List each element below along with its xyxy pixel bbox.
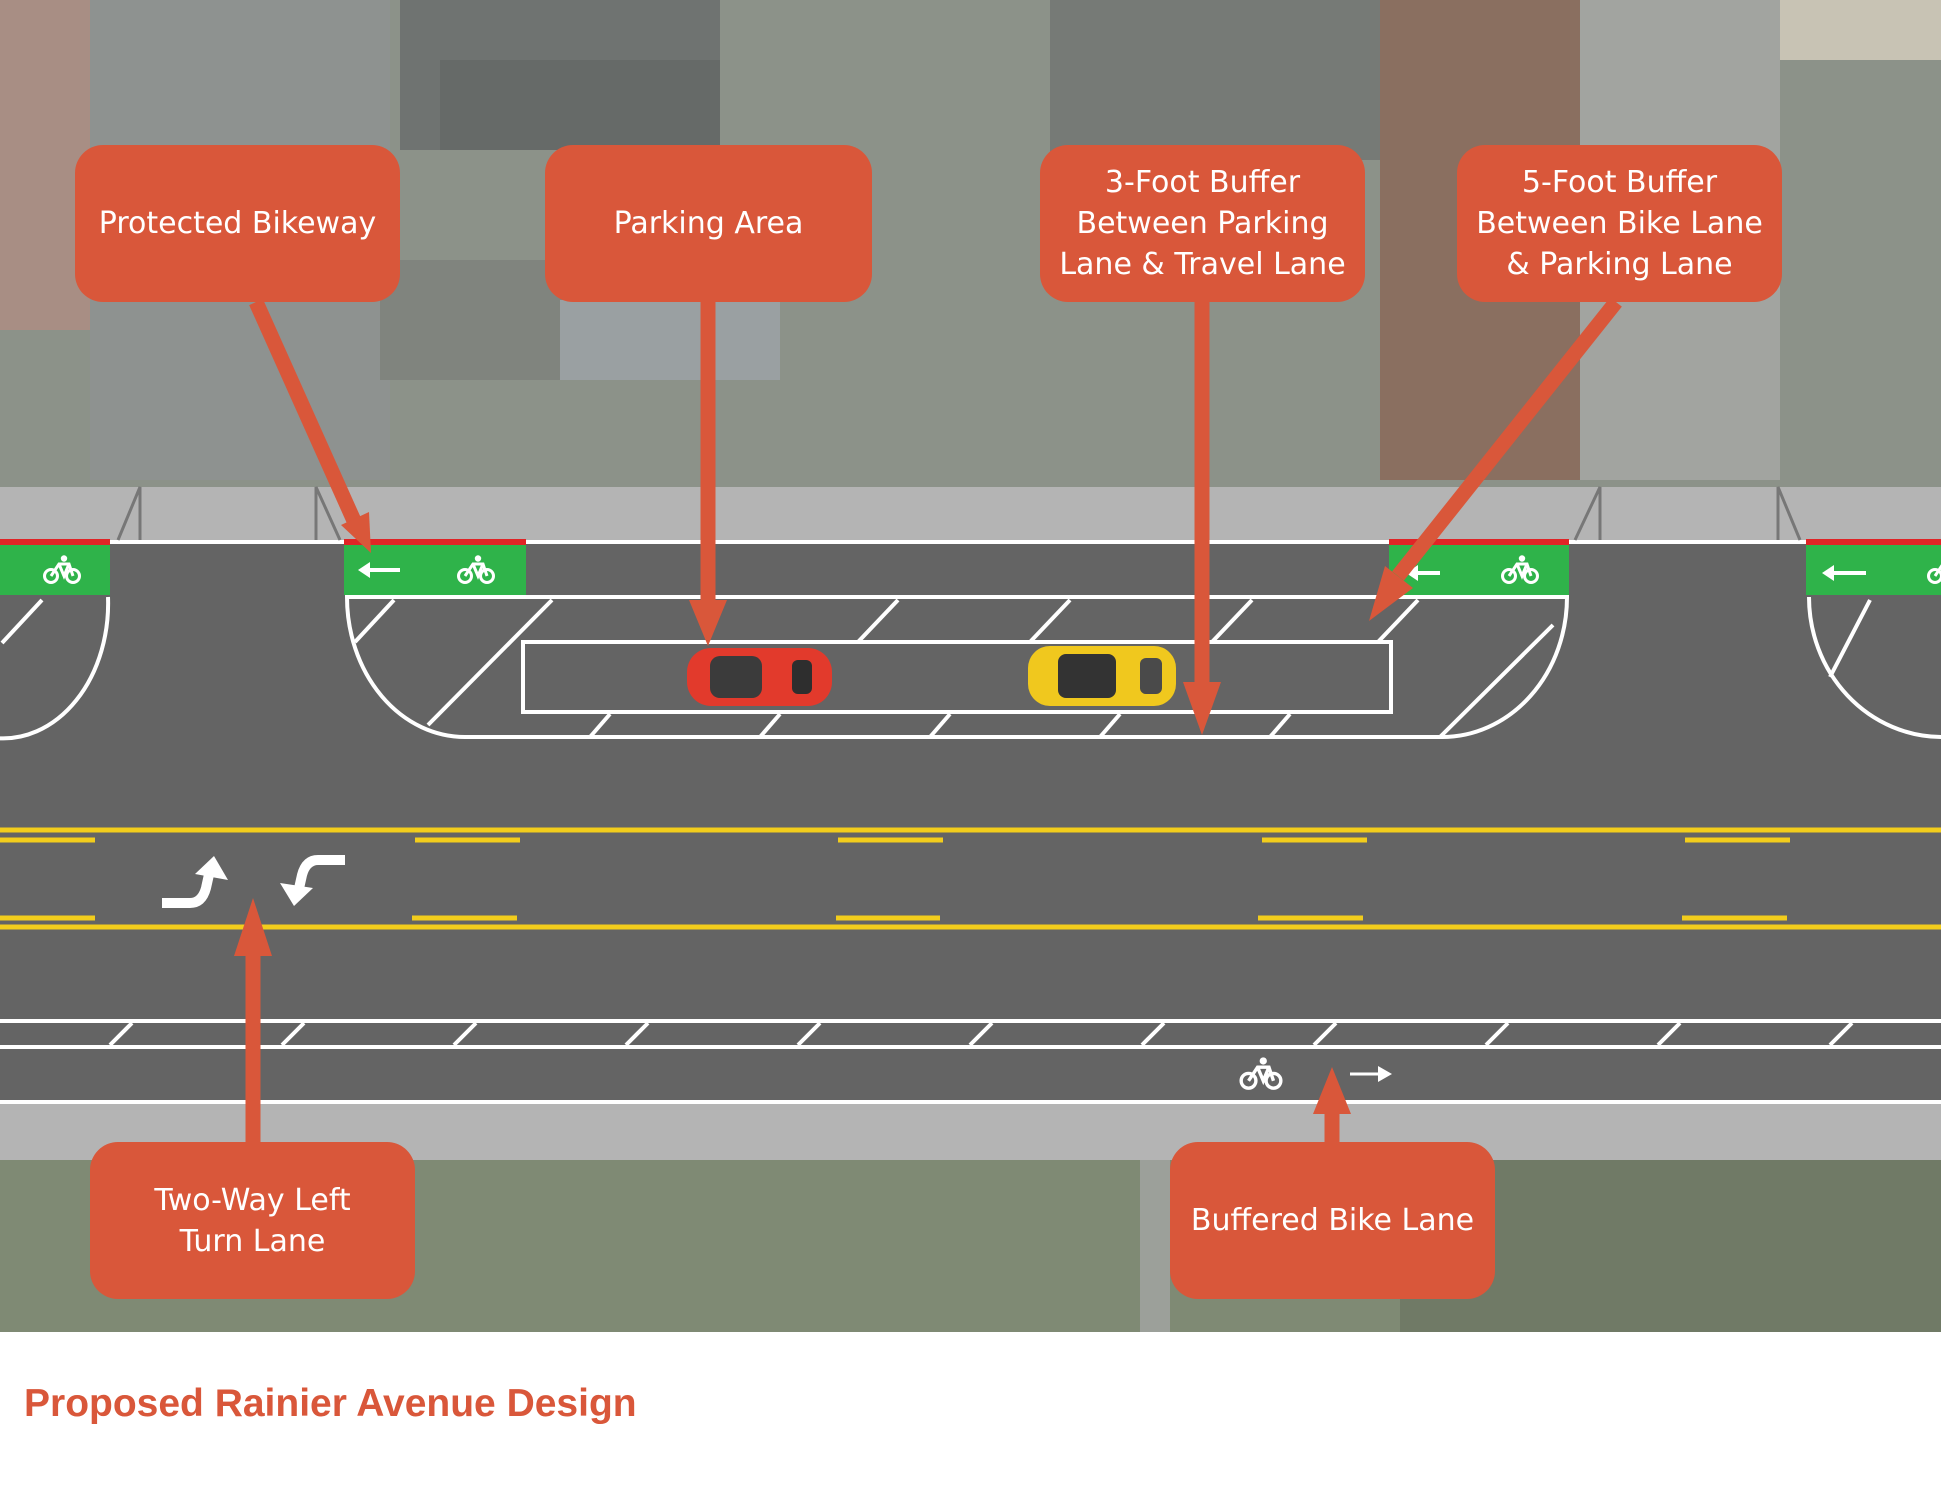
- driveway-flares: [116, 486, 1802, 541]
- callout-protected-bikeway-text: Protected Bikeway: [98, 206, 377, 241]
- turn-arrow-icon: [162, 855, 345, 908]
- callout-two-way-left-turn-lane: Two-Way Left Turn Lane: [90, 1142, 415, 1299]
- callout-5ft-buffer-line-2: Between Bike Lane: [1476, 206, 1763, 241]
- callout-3ft-buffer-line-1: 3-Foot Buffer: [1104, 165, 1301, 200]
- arrow-icon: [358, 562, 1866, 581]
- callout-parking-area: Parking Area: [545, 145, 872, 302]
- red-parked-car: [687, 648, 832, 706]
- callout-two-way-left-turn-line-2: Turn Lane: [179, 1223, 326, 1259]
- callout-5ft-buffer: 5-Foot Buffer Between Bike Lane & Parkin…: [1457, 145, 1782, 302]
- callout-5ft-buffer-line-3: & Parking Lane: [1506, 247, 1733, 282]
- callout-protected-bikeway: Protected Bikeway: [75, 145, 400, 302]
- yellow-parked-car: [1028, 646, 1176, 706]
- north-sidewalk: [0, 487, 1941, 542]
- roadway: [0, 542, 1941, 1102]
- callout-5ft-buffer-line-1: 5-Foot Buffer: [1521, 165, 1718, 200]
- callout-3ft-buffer-line-3: Lane & Travel Lane: [1059, 247, 1346, 282]
- callout-buffered-bike-lane-text: Buffered Bike Lane: [1190, 1203, 1475, 1238]
- callout-two-way-left-turn-line-1: Two-Way Left: [154, 1182, 351, 1218]
- callout-3ft-buffer: 3-Foot Buffer Between Parking Lane & Tra…: [1040, 145, 1365, 302]
- bike-lane-symbol: [1239, 1057, 1392, 1090]
- buffered-bike-lane-markings: [0, 1019, 1941, 1049]
- center-turn-lane-markings: [0, 827, 1941, 930]
- page-title: Proposed Rainier Avenue Design: [24, 1382, 637, 1425]
- buffer-hatching: [353, 598, 1555, 739]
- callout-buffered-bike-lane: Buffered Bike Lane: [1170, 1142, 1495, 1299]
- callout-3ft-buffer-line-2: Between Parking: [1076, 206, 1329, 241]
- callout-parking-area-text: Parking Area: [613, 206, 804, 241]
- callout-pointers: [234, 297, 1622, 1142]
